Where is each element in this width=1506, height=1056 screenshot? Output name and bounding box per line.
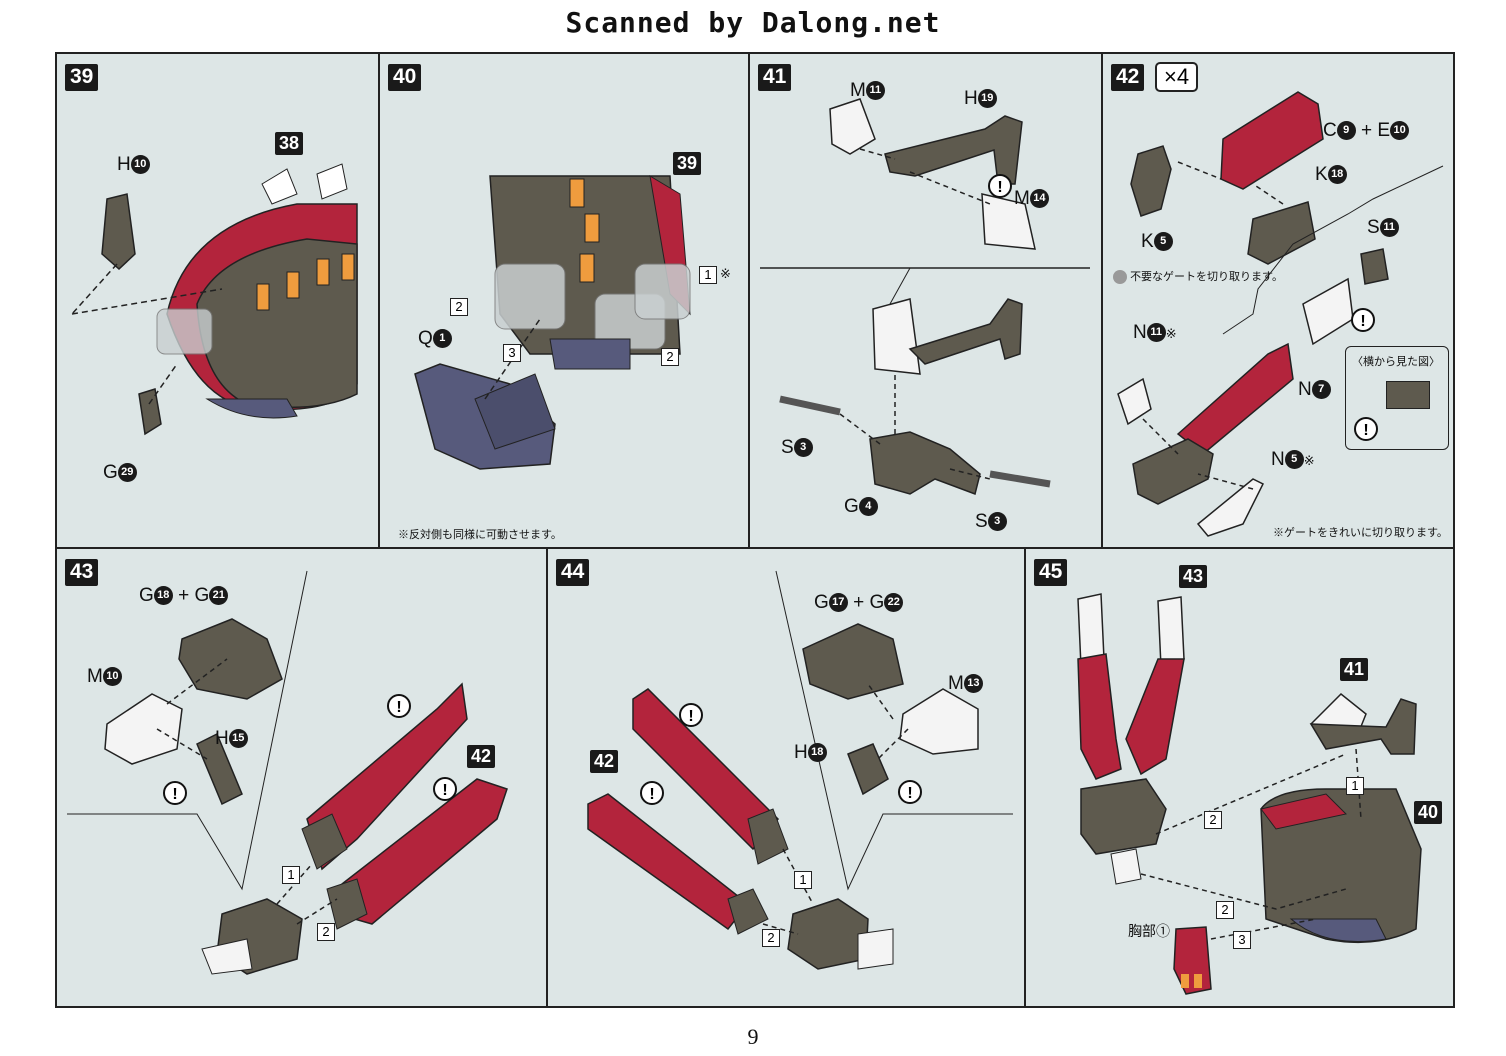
- footnote: ※反対側も同様に可動させます。: [398, 529, 562, 541]
- ref-step-42: 42: [467, 745, 496, 768]
- side-view-inset: 〈横から見た図〉 !: [1345, 346, 1449, 450]
- caution-icon: !: [433, 777, 457, 801]
- cut-note: 不要なゲートを切り取ります。: [1113, 268, 1283, 285]
- ref-step-39: 39: [673, 152, 702, 175]
- mark-note: ※: [720, 266, 731, 281]
- arrow-step-3: 3: [1233, 931, 1251, 949]
- ref-step-42: 42: [590, 750, 619, 773]
- caution-icon: !: [1351, 308, 1375, 332]
- arrow-step-1: 1: [282, 866, 300, 884]
- arrow-step-1: 1: [699, 266, 717, 284]
- ref-step-43: 43: [1179, 565, 1208, 588]
- step-number: 42: [1111, 64, 1145, 91]
- arrow-step-2: 2: [1204, 811, 1222, 829]
- step-number: 41: [758, 64, 792, 91]
- caution-icon: !: [163, 781, 187, 805]
- caution-icon: !: [1354, 417, 1378, 441]
- caution-icon: !: [988, 174, 1012, 198]
- step-number: 44: [556, 559, 590, 586]
- ref-step-38: 38: [275, 132, 304, 155]
- arrow-step-2: 2: [762, 929, 780, 947]
- footnote: ※ゲートをきれいに切り取ります。: [1273, 527, 1448, 539]
- step-42-illustration: [1117, 91, 1444, 537]
- quantity-badge: ×4: [1155, 62, 1199, 92]
- ref-step-40: 40: [1414, 801, 1443, 824]
- step-45-panel: 45 43 41 40 1 2 2 3 胸部①: [1024, 547, 1455, 1008]
- arrow-step-1: 1: [794, 871, 812, 889]
- arrow-step-1: 1: [1346, 777, 1364, 795]
- step-43-illustration: [67, 570, 508, 975]
- arrow-step-2: 2: [317, 923, 335, 941]
- caution-icon: !: [387, 694, 411, 718]
- caution-icon: !: [679, 703, 703, 727]
- arrow-step-3: 3: [503, 344, 521, 362]
- page-number: 9: [747, 1024, 759, 1049]
- side-view-part: [1386, 381, 1430, 409]
- arrow-step-2b: 2: [661, 348, 679, 366]
- step-39-illustration: [71, 163, 358, 436]
- ref-step-41: 41: [1340, 658, 1369, 681]
- step-41-illustration: [760, 98, 1090, 495]
- step-number: 40: [388, 64, 422, 91]
- arrow-step-2: 2: [450, 298, 468, 316]
- step-45-illustration: [1077, 593, 1422, 995]
- chest-part-label: 胸部①: [1128, 923, 1170, 939]
- caution-icon: !: [640, 781, 664, 805]
- step-number: 39: [65, 64, 99, 91]
- step-40-illustration: [414, 175, 691, 470]
- side-view-label: 〈横から見た図〉: [1352, 356, 1440, 368]
- step-44-illustration: [587, 570, 1013, 970]
- caution-icon: !: [898, 780, 922, 804]
- step-number: 45: [1034, 559, 1068, 586]
- knife-icon: [1113, 270, 1127, 285]
- scan-header: Scanned by Dalong.net: [565, 6, 941, 39]
- step-number: 43: [65, 559, 99, 586]
- arrow-step-2b: 2: [1216, 901, 1234, 919]
